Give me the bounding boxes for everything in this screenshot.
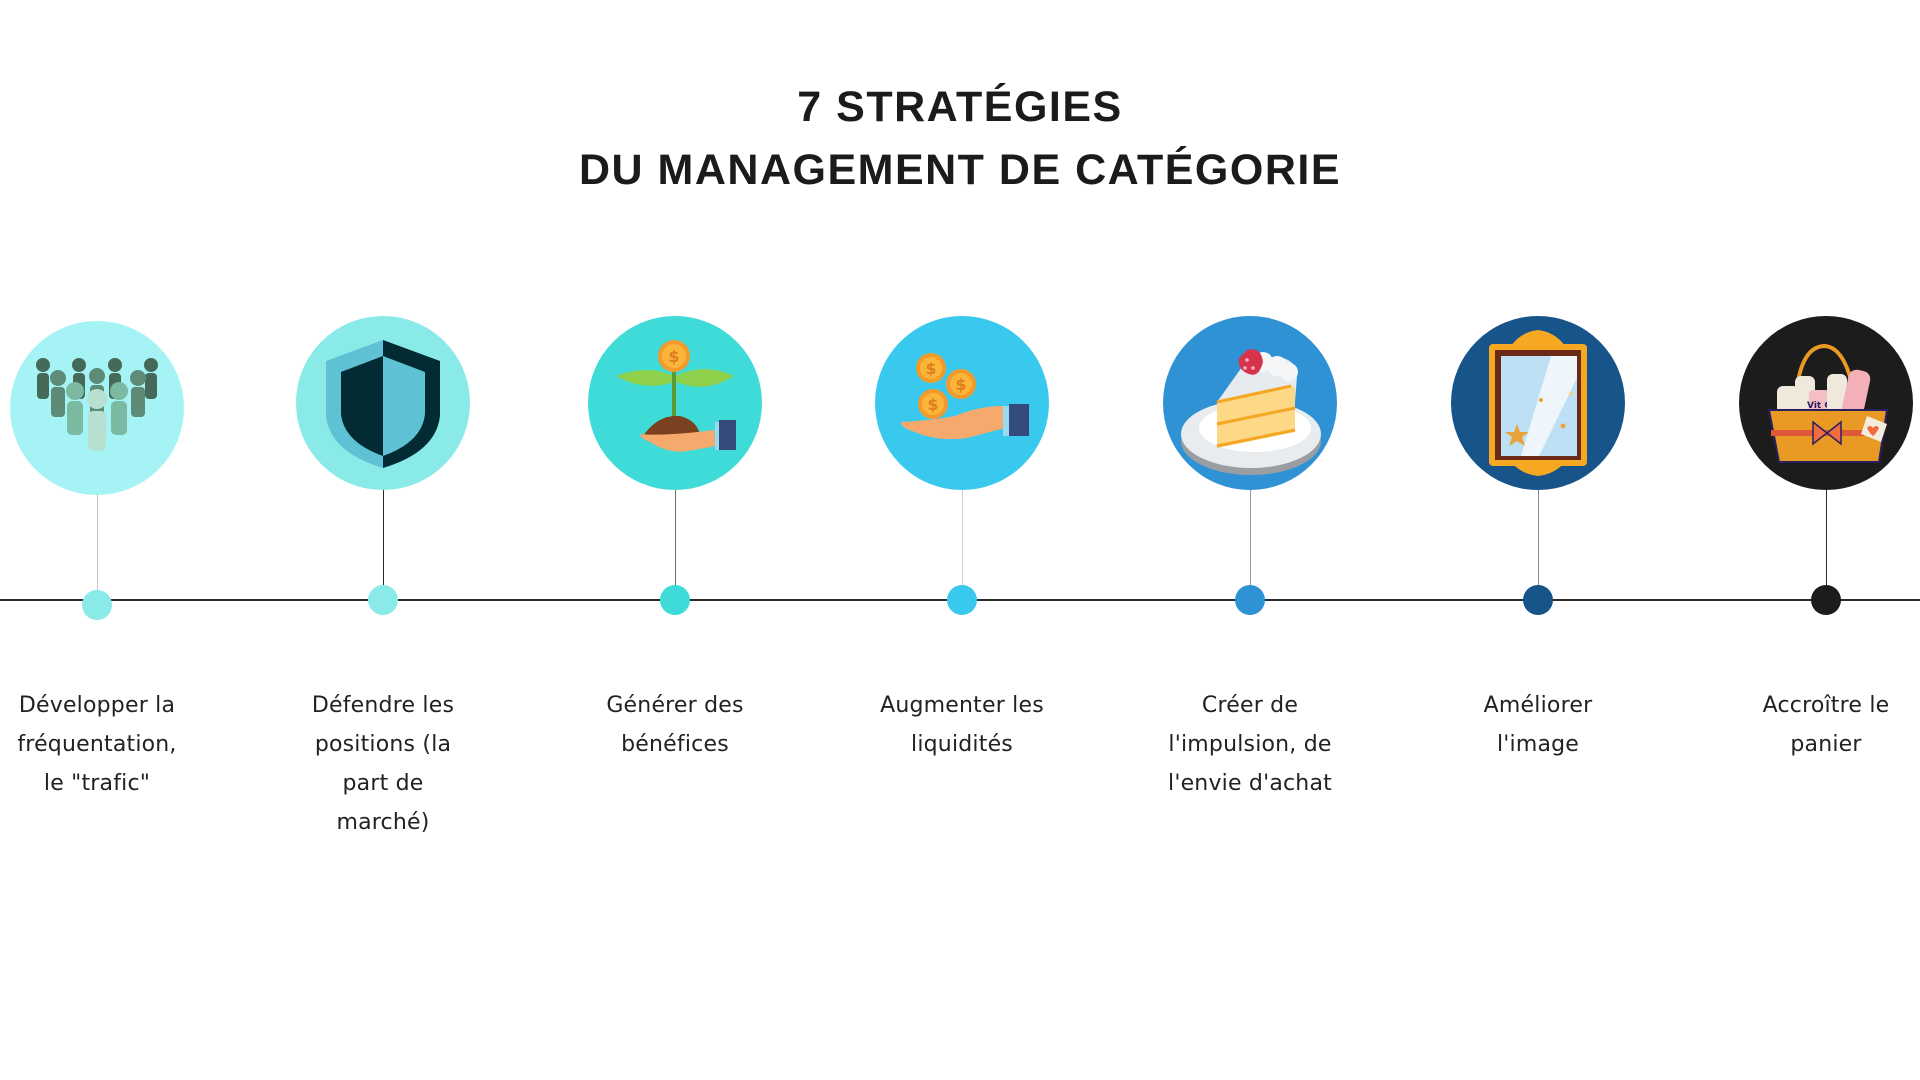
step-1-circle [10,321,184,495]
step-3-circle: $ [588,316,762,490]
step-2-circle [296,316,470,490]
title-line-1: 7 STRATÉGIES [797,83,1123,131]
step-5-label: Créer de l'impulsion, de l'envie d'achat [1168,693,1332,796]
step-1-label: Développer la fréquentation, le "trafic" [17,693,177,796]
step-7-connector [1825,490,1827,586]
step-6-label: Améliorer l'image [1483,693,1593,757]
crowd-icon [36,358,158,451]
step-7-dot[interactable] [1811,585,1841,615]
step-6-circle [1451,316,1625,490]
step-7-circle: Vit C [1739,316,1913,490]
shield-icon [326,340,440,468]
page-title: 7 STRATÉGIES DU MANAGEMENT DE CATÉGORIE [0,76,1920,202]
step-3-dot[interactable] [660,585,690,615]
cake-slice-icon [1181,349,1321,475]
step-6-dot[interactable] [1523,585,1553,615]
svg-text:$: $ [668,347,679,366]
step-2-connector [382,490,384,586]
step-4-dot[interactable] [947,585,977,615]
svg-text:Vit C: Vit C [1807,401,1831,411]
step-3-label: Générer des bénéfices [606,693,744,757]
step-3-connector [674,490,676,586]
step-7-label: Accroître le panier [1762,693,1890,757]
step-5-connector [1249,490,1251,586]
svg-text:$: $ [927,395,938,414]
shopping-basket-icon: Vit C [1767,343,1889,463]
step-5-circle [1163,316,1337,490]
step-4-circle: $ $ $ [875,316,1049,490]
title-line-2: DU MANAGEMENT DE CATÉGORIE [578,146,1342,194]
step-2-dot[interactable] [368,585,398,615]
step-6-connector [1537,490,1539,586]
step-4-label: Augmenter les liquidités [880,693,1044,757]
step-2-label: Défendre les positions (la part de march… [311,693,455,835]
mirror-frame-icon [1489,330,1587,476]
step-1-dot[interactable] [82,590,112,620]
money-plant-hand-icon: $ [616,340,736,452]
coins-hand-icon: $ $ $ [901,353,1029,440]
step-5-dot[interactable] [1235,585,1265,615]
step-1-connector [96,494,98,590]
svg-text:$: $ [925,359,936,378]
step-4-connector [961,490,963,586]
svg-text:$: $ [955,375,966,394]
